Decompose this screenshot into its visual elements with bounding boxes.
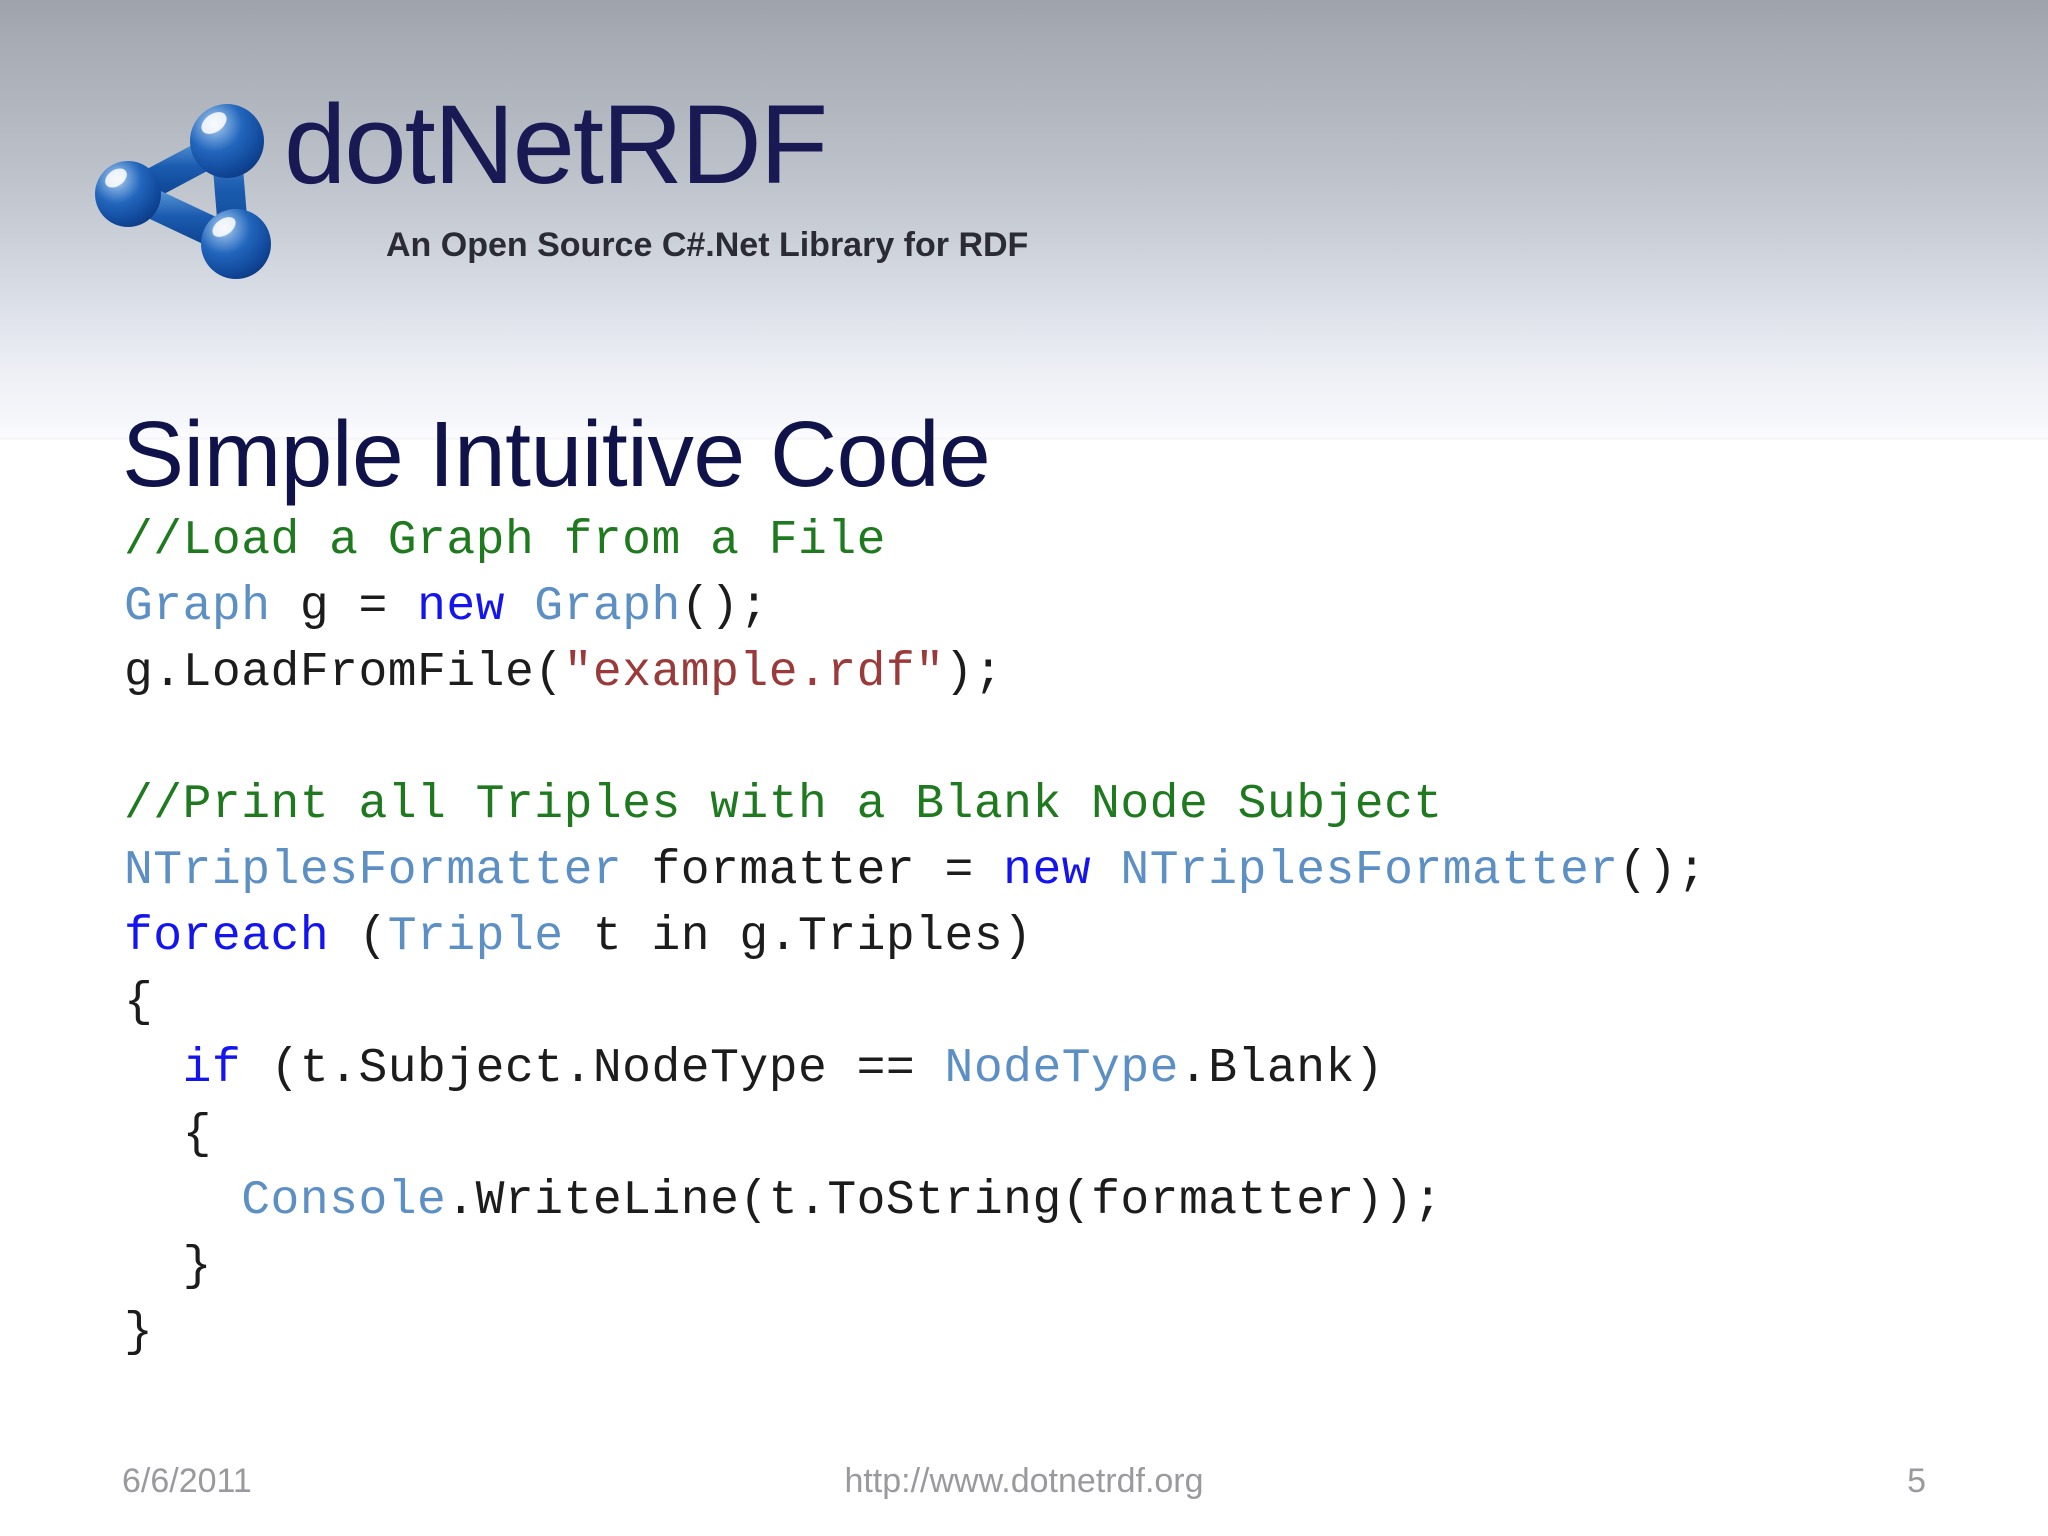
footer-url[interactable]: http://www.dotnetrdf.org bbox=[844, 1462, 1204, 1500]
logo-wordmark: dotNetRDF bbox=[284, 82, 828, 207]
code-line: { bbox=[124, 970, 1984, 1036]
slide-footer: 6/6/2011 http://www.dotnetrdf.org 5 bbox=[0, 1462, 2048, 1522]
dotnetrdf-logo: dotNetRDF An Open Source C#.Net Library … bbox=[88, 82, 1028, 298]
page-title: Simple Intuitive Code bbox=[122, 402, 991, 507]
code-token-plain bbox=[124, 1174, 241, 1228]
code-token-plain: .Blank) bbox=[1178, 1042, 1385, 1096]
code-token-keyword: new bbox=[1003, 844, 1092, 898]
logo-text: dotNetRDF An Open Source C#.Net Library … bbox=[284, 82, 1028, 294]
code-token-type: Console bbox=[241, 1174, 447, 1228]
footer-date: 6/6/2011 bbox=[122, 1462, 252, 1500]
code-line: g.LoadFromFile("example.rdf"); bbox=[124, 640, 1984, 706]
code-token-type: Triple bbox=[387, 910, 564, 964]
code-token-comment: //Print all Triples with a Blank Node Su… bbox=[124, 778, 1443, 832]
logo-tagline: An Open Source C#.Net Library for RDF bbox=[386, 226, 1029, 264]
code-token-plain: formatter = bbox=[622, 844, 1004, 898]
molecule-icon bbox=[88, 102, 278, 282]
code-token-plain bbox=[1091, 844, 1120, 898]
code-token-type: Graph bbox=[124, 580, 271, 634]
code-line: } bbox=[124, 1234, 1984, 1300]
code-token-plain: .WriteLine(t.ToString(formatter)); bbox=[446, 1174, 1443, 1228]
code-token-plain: g.LoadFromFile( bbox=[124, 646, 564, 700]
code-token-plain: { bbox=[124, 1108, 212, 1162]
code-token-plain: ); bbox=[944, 646, 1004, 700]
code-token-plain: } bbox=[124, 1240, 212, 1294]
code-line: } bbox=[124, 1300, 1984, 1366]
code-line: Console.WriteLine(t.ToString(formatter))… bbox=[124, 1168, 1984, 1234]
code-token-plain bbox=[505, 580, 534, 634]
code-token-type: NTriplesFormatter bbox=[124, 844, 623, 898]
code-token-plain: (); bbox=[1618, 844, 1707, 898]
code-token-type: NTriplesFormatter bbox=[1120, 844, 1619, 898]
code-token-comment: //Load a Graph from a File bbox=[124, 514, 886, 568]
code-token-keyword: if bbox=[182, 1042, 242, 1096]
footer-page-number: 5 bbox=[1907, 1462, 1926, 1500]
code-token-type: NodeType bbox=[944, 1042, 1179, 1096]
code-token-plain: } bbox=[124, 1306, 154, 1360]
code-line: //Print all Triples with a Blank Node Su… bbox=[124, 772, 1984, 838]
code-token-plain: t in g.Triples) bbox=[563, 910, 1033, 964]
code-line bbox=[124, 706, 1984, 772]
code-token-plain bbox=[124, 1042, 183, 1096]
code-line: foreach (Triple t in g.Triples) bbox=[124, 904, 1984, 970]
code-token-string: "example.rdf" bbox=[563, 646, 945, 700]
code-token-keyword: new bbox=[417, 580, 505, 634]
code-line: if (t.Subject.NodeType == NodeType.Blank… bbox=[124, 1036, 1984, 1102]
code-token-plain: (t.Subject.NodeType == bbox=[241, 1042, 945, 1096]
code-line: Graph g = new Graph(); bbox=[124, 574, 1984, 640]
code-token-plain bbox=[124, 712, 153, 766]
code-line: //Load a Graph from a File bbox=[124, 508, 1984, 574]
code-token-keyword: foreach bbox=[124, 910, 330, 964]
code-token-plain: ( bbox=[329, 910, 388, 964]
code-line: NTriplesFormatter formatter = new NTripl… bbox=[124, 838, 1984, 904]
code-line: { bbox=[124, 1102, 1984, 1168]
header-gradient-band bbox=[0, 0, 2048, 440]
code-token-plain: { bbox=[124, 976, 154, 1030]
code-token-plain: g = bbox=[270, 580, 418, 634]
code-token-plain: (); bbox=[680, 580, 769, 634]
code-token-type: Graph bbox=[534, 580, 681, 634]
